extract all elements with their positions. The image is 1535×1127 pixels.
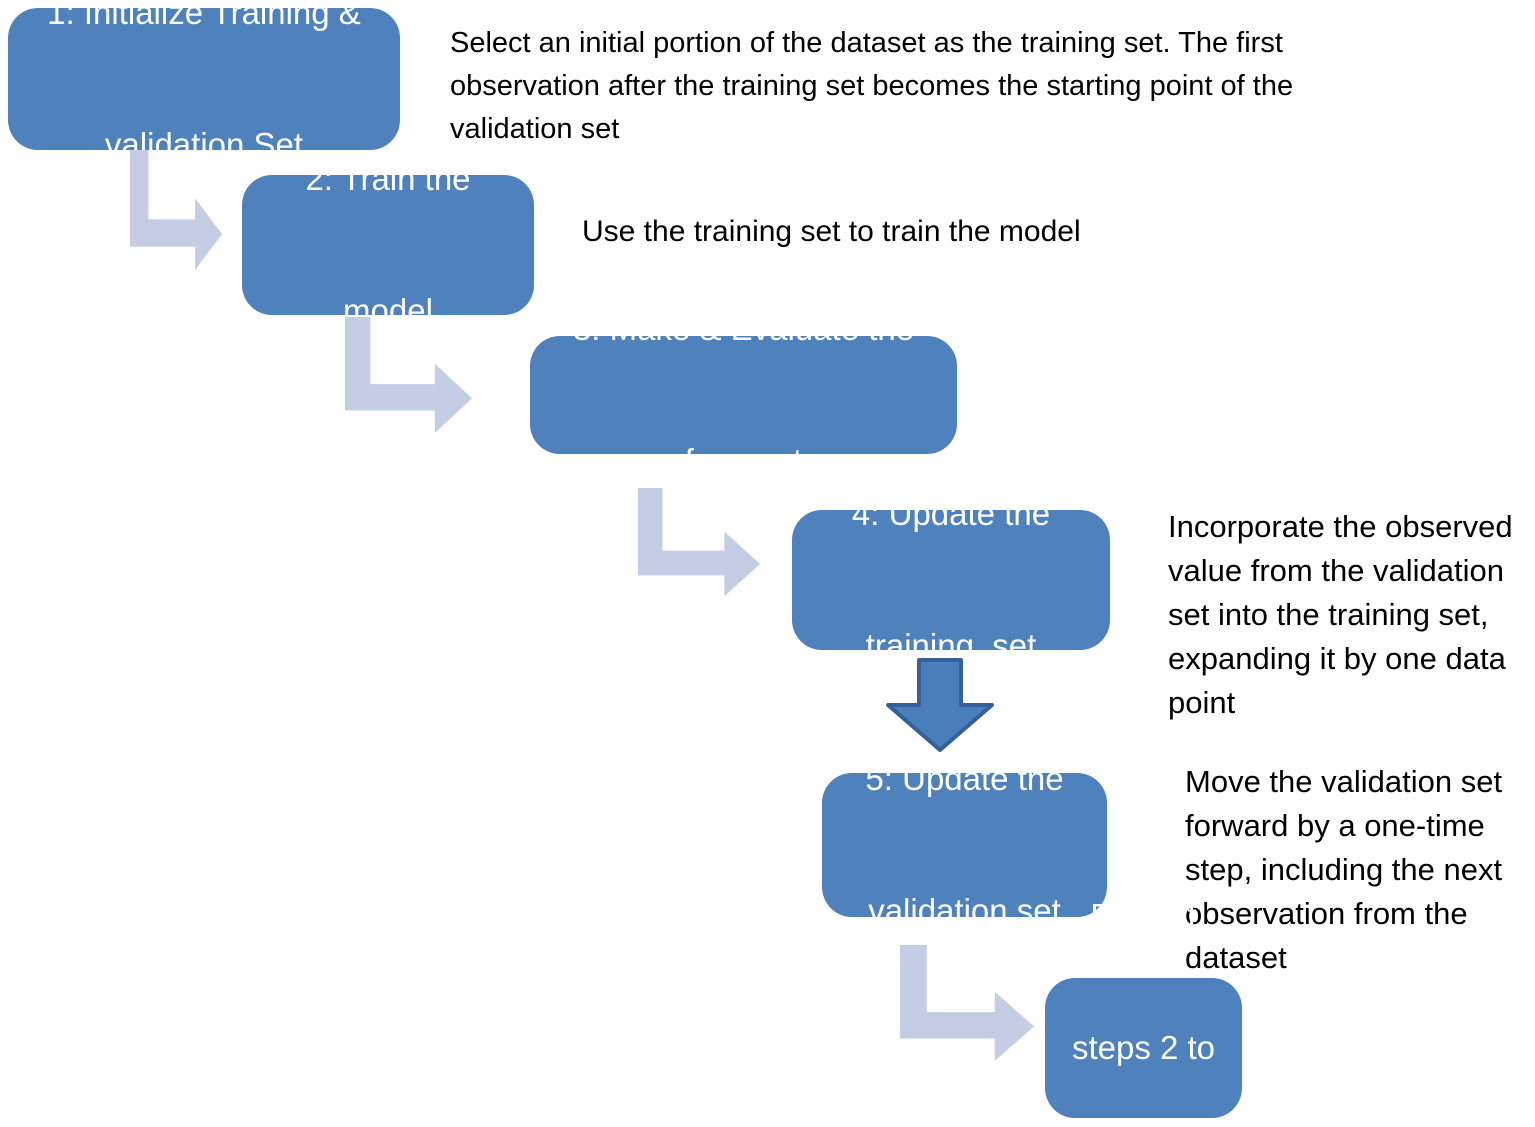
- text-line: steps 2 to: [1071, 1029, 1216, 1066]
- text-line: point: [1168, 685, 1236, 720]
- step-5-description: Move the validation set forward by a one…: [1185, 760, 1502, 980]
- text-line: forward by a one-time: [1185, 808, 1485, 843]
- text-line: value from the validation: [1168, 553, 1505, 588]
- text-line: 2: Train the: [305, 160, 471, 197]
- text-line: training set: [865, 627, 1037, 664]
- step-3-box: 3: Make & Evaluate the forecast: [530, 310, 957, 479]
- text-line: Incorporate the observed: [1168, 509, 1513, 544]
- step-5-box: 5: Update the validation set: [822, 760, 1107, 929]
- elbow-arrow-2-to-3-icon: [345, 317, 472, 437]
- elbow-arrow-1-to-2-icon: [130, 150, 222, 274]
- step-4-label: 4: Update the training set: [852, 404, 1050, 756]
- text-line: Select an initial portion of the dataset…: [450, 27, 1283, 59]
- step-1-label: 1: Initialize Training & validation Set: [47, 0, 361, 255]
- step-4-box: 4: Update the training set: [792, 495, 1110, 664]
- text-line: 5: Update the: [865, 760, 1064, 797]
- step-1-description: Select an initial portion of the dataset…: [450, 22, 1293, 151]
- text-line: 1: Initialize Training &: [47, 0, 361, 31]
- block-down-arrow-4-to-5-icon: [886, 658, 994, 752]
- repeat-label: Repeat steps 2 to 5: [1072, 806, 1215, 1127]
- step-5-label: 5: Update the validation set: [865, 669, 1063, 1021]
- repeat-box: Repeat steps 2 to 5: [1045, 897, 1242, 1118]
- elbow-arrow-3-to-4-icon: [638, 488, 760, 600]
- text-line: step, including the next: [1185, 852, 1503, 887]
- text-line: observation from the: [1185, 896, 1468, 931]
- step-2-description: Use the training set to train the model: [582, 210, 1081, 253]
- text-line: forecast: [684, 442, 803, 479]
- elbow-arrow-5-to-repeat-icon: [900, 945, 1034, 1065]
- text-line: Move the validation set: [1185, 764, 1503, 799]
- text-line: validation Set: [104, 126, 304, 163]
- step-2-box: 2: Train the model: [242, 160, 534, 329]
- text-line: Use the training set to train the model: [582, 215, 1081, 248]
- text-line: validation set: [450, 113, 620, 145]
- text-line: 3: Make & Evaluate the: [572, 310, 915, 347]
- text-line: expanding it by one data: [1168, 641, 1506, 676]
- text-line: 4: Update the: [851, 495, 1051, 532]
- step-3-label: 3: Make & Evaluate the forecast: [573, 219, 914, 571]
- text-line: set into the training set,: [1168, 597, 1489, 632]
- text-line: validation set: [868, 892, 1061, 929]
- text-line: dataset: [1185, 940, 1287, 975]
- step-1-box: 1: Initialize Training & validation Set: [8, 0, 400, 163]
- step-4-description: Incorporate the observed value from the …: [1168, 505, 1513, 725]
- text-line: observation after the training set becom…: [450, 70, 1294, 102]
- text-line: Repeat: [1090, 897, 1197, 934]
